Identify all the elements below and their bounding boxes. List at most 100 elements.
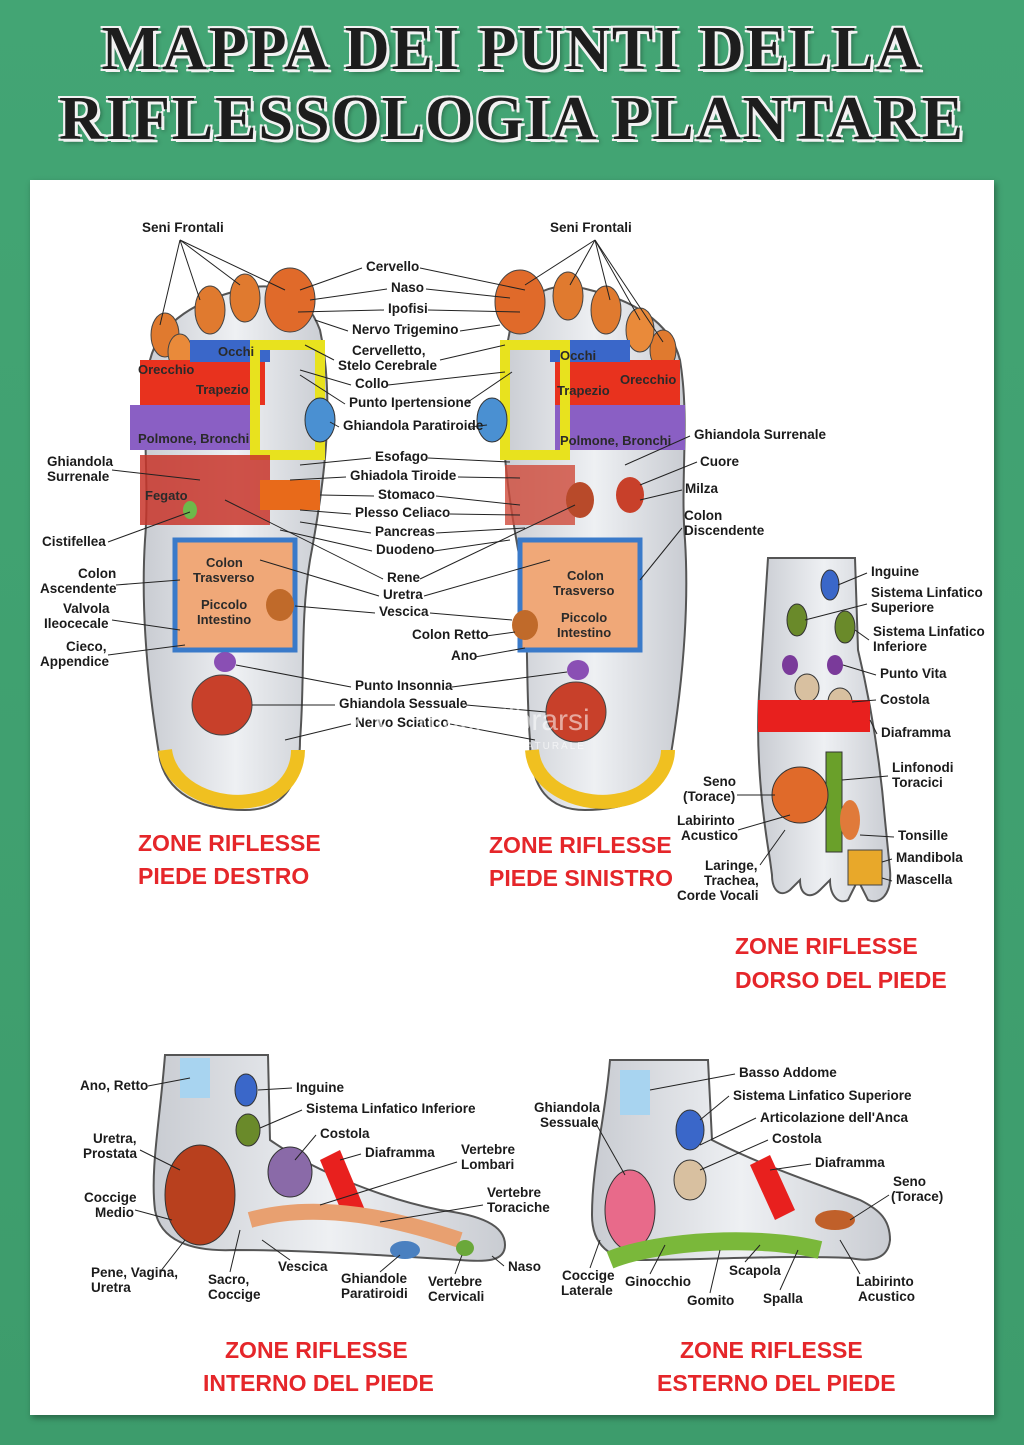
label-outer-labirinto-1: Labirinto [856,1274,914,1289]
inner-inguine-zone [234,1073,258,1107]
label-inner-costola: Costola [320,1126,370,1141]
leader-insonnia-r [235,664,352,688]
leader-outer-labirinto [839,1239,861,1275]
label-outer-coccige-2: Laterale [561,1283,613,1298]
right-toe-3 [194,285,226,335]
leader-dorsal-tonsille [859,834,895,838]
leader-inner-vescica [261,1239,291,1261]
leader-colon-ascendente [115,579,181,586]
outer-sist-sup-zone [675,1109,705,1151]
label-dorsal-sist-inf-1: Sistema Linfatico [873,624,985,639]
zone-title-interno-2: INTERNO DEL PIEDE [203,1370,434,1396]
left-toe-4 [625,307,655,353]
leader-outer-coccige [589,1239,601,1269]
leader-cuore [639,461,698,486]
leader-plesso-l [449,513,521,516]
label-dorsal-sist-sup-2: Superiore [871,600,935,615]
outer-spalla-zone [606,1232,823,1269]
leader-trigemino-r [314,319,349,332]
zone-title-piede-destro: ZONE RIFLESSE PIEDE DESTRO [138,830,321,889]
label-left-colon-trasverso-2: Trasverso [553,583,614,598]
right-toe-2 [229,273,261,323]
dorsal-inf-zone [834,610,856,644]
label-dorsal-laringe-1: Laringe, [705,858,758,873]
right-stomaco-zone [260,480,320,510]
label-colon-discendente-1: Colon [684,508,722,523]
inner-costola-zone [267,1146,313,1198]
right-foot-sole-labels: Orecchio Occhi Trapezio Polmone, Bronchi… [138,344,254,627]
leader-duodeno-r [279,529,373,552]
title-line-2: RIFLESSOLOGIA PLANTARE [59,85,965,153]
inner-diaframma-zone [320,1150,365,1220]
leader-inner-uretra [139,1149,181,1171]
label-inner-cervicali-2: Cervicali [428,1289,484,1304]
left-collo-zone [500,340,570,460]
zone-title-esterno-1: ZONE RIFLESSE [680,1337,863,1363]
label-ghiandola-paratiroide: Ghiandola Paratiroide [343,418,484,433]
leader-colon-retto [485,631,516,637]
leader-ano [474,647,526,658]
dorsal-sup-zone [786,603,808,637]
leader-outer-sist-sup [699,1095,730,1121]
label-inner-uretra-1: Uretra, [93,1131,137,1146]
leader-seni-r2 [179,239,201,301]
left-sciatico-zone [525,748,675,809]
label-inner-vertebre-toraciche-2: Toraciche [487,1200,550,1215]
label-inner-pene-2: Uretra [91,1280,131,1295]
label-inner-vertebre-toraciche-1: Vertebre [487,1185,542,1200]
dorsal-inguine-zone [820,569,840,601]
label-outer-diaframma: Diaframma [815,1155,885,1170]
leader-dorsal-linfonodi [841,775,889,781]
label-ghiandola-surrenale-r1: Ghiandola [47,454,113,469]
label-duodeno: Duodeno [376,542,435,557]
label-valvola-1: Valvola [63,601,110,616]
label-inner-sist-inf: Sistema Linfatico Inferiore [306,1101,476,1116]
leader-dorsal-inguine [837,572,868,586]
outer-sessuale-zone [604,1169,656,1251]
label-inner-sacro-2: Coccige [208,1287,261,1302]
leader-inner-coccige [134,1209,173,1221]
label-right-trapezio: Trapezio [196,382,249,397]
leader-inner-sist-inf [259,1109,303,1129]
leader-seni-l3 [594,239,611,301]
label-inner-sacro-1: Sacro, [208,1272,249,1287]
label-right-piccolo-1: Piccolo [201,597,247,612]
label-outer-seno-1: Seno [893,1174,926,1189]
left-paratiroide-zone [476,397,508,443]
right-polmone-zone [130,405,260,450]
label-outer-costola: Costola [772,1131,822,1146]
outer-foot [590,1059,892,1269]
label-cieco-1: Cieco, [66,639,107,654]
label-dorsal-labirinto-1: Labirinto [677,813,735,828]
leader-dorsal-sup [804,603,868,621]
leader-esofago-l [427,457,511,463]
label-punto-insonnia: Punto Insonnia [355,678,453,693]
leader-outer-sessuale [594,1121,626,1176]
leader-seni-l1 [524,239,596,286]
label-dorsal-seno-1: Seno [703,774,736,789]
outer-seno-zone [815,1210,855,1230]
right-vescica-zone [266,589,294,621]
inner-paratiroidi-zone [390,1241,420,1259]
left-toe-3 [590,285,622,335]
outer-diaframma-zone [750,1155,795,1220]
leader-colon-discendente [639,527,683,581]
dorsal-vita-zone-2 [827,655,843,675]
outer-costola-zone [673,1159,707,1201]
leader-dorsal-costola [851,699,877,703]
leader-stomaco-r [319,494,375,497]
leader-seni-r4 [179,239,286,291]
leader-ipofisi-r [297,309,385,313]
label-inner-vertebre-lombari-1: Vertebre [461,1142,516,1157]
left-foot-sole-labels: Occhi Orecchio Trapezio Polmone, Bronchi… [553,348,676,640]
leader-surrenale-r [111,469,201,481]
leader-seni-l5 [594,239,664,343]
leader-cervelletto-r [304,344,335,361]
leader-seni-l2 [569,239,596,286]
label-right-colon-trasverso-2: Trasverso [193,570,254,585]
label-dorsal-sist-sup-1: Sistema Linfatico [871,585,983,600]
label-inner-diaframma: Diaframma [365,1145,435,1160]
leader-ipertensione-l [464,371,513,405]
leader-outer-costola [699,1139,769,1171]
label-ghiadola-tiroide: Ghiadola Tiroide [350,468,457,483]
